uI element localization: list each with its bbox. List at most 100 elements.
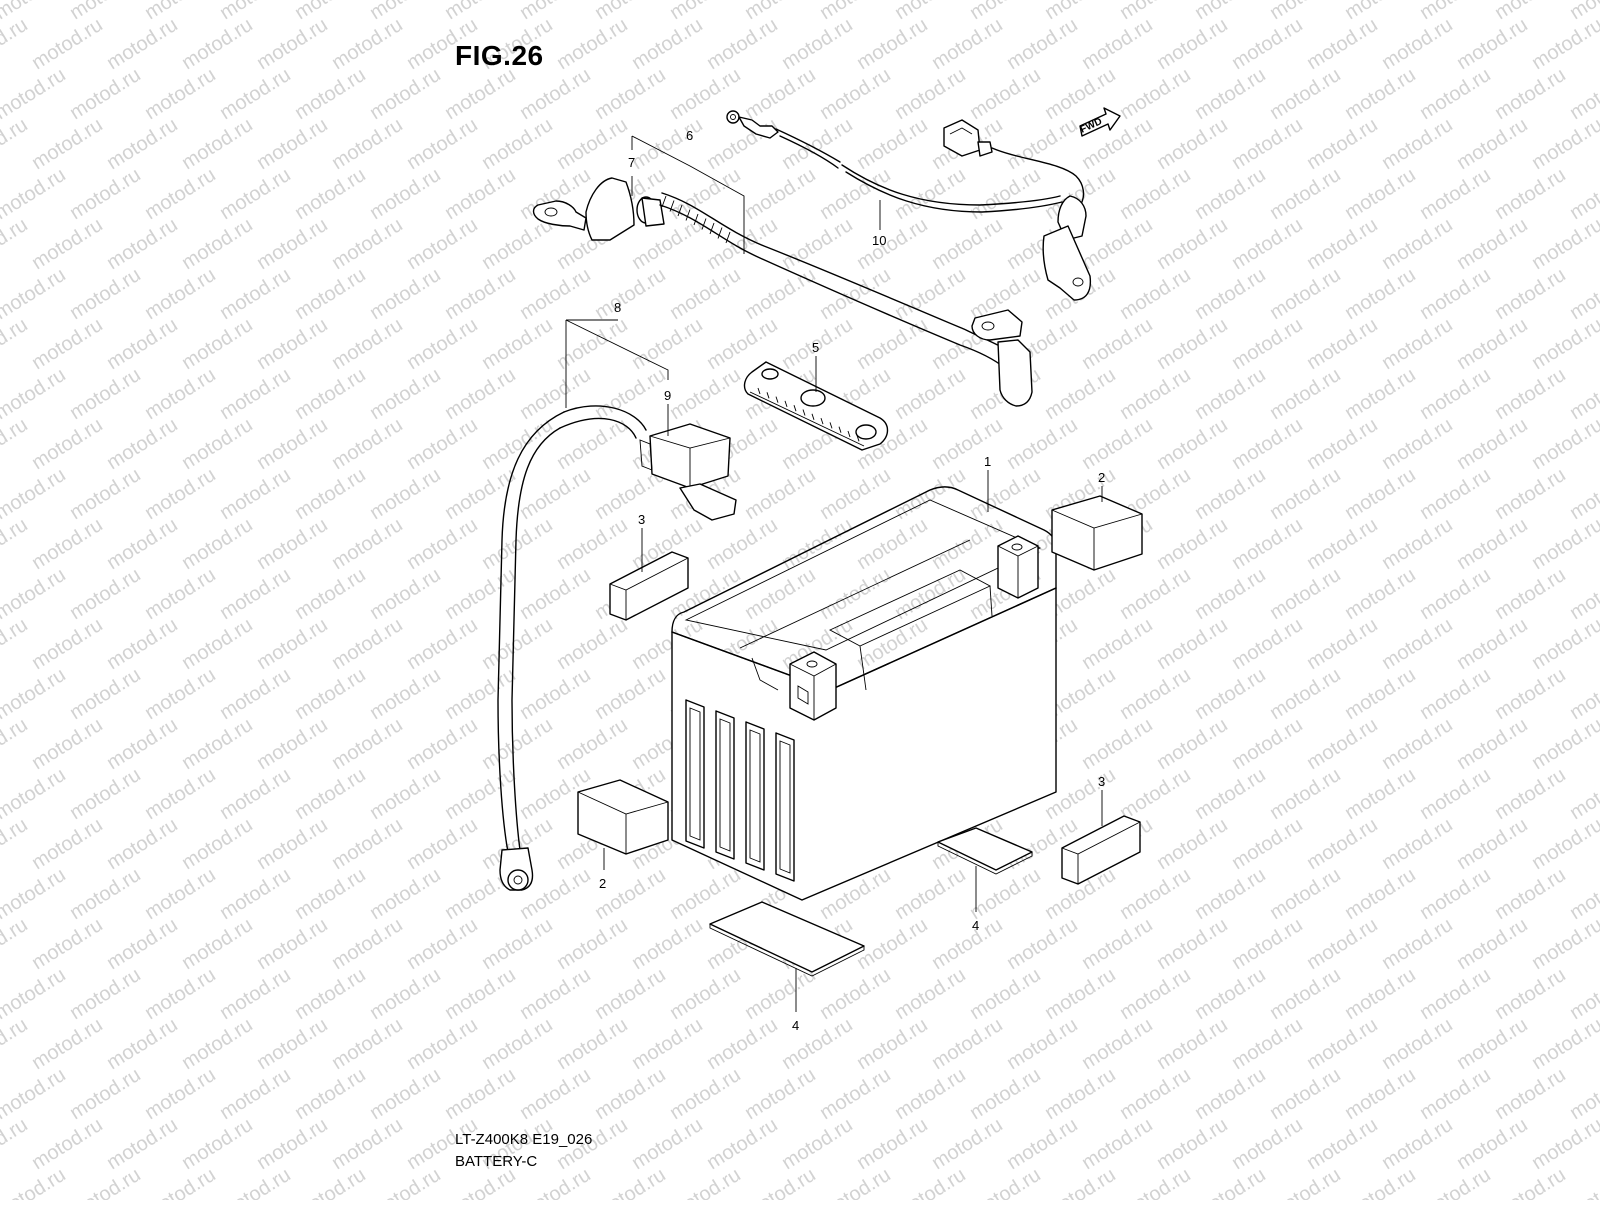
watermark-text: motod.ru	[0, 514, 32, 574]
watermark-text: motod.ru	[628, 14, 707, 74]
watermark-text: motod.ru	[778, 214, 857, 274]
watermark-text: motod.ru	[291, 664, 370, 724]
watermark-text: motod.ru	[1266, 1164, 1345, 1200]
watermark-text: motod.ru	[328, 914, 407, 974]
watermark-text: motod.ru	[141, 564, 220, 624]
watermark-text: motod.ru	[816, 464, 895, 524]
watermark-text: motod.ru	[1378, 14, 1457, 74]
watermark-text: motod.ru	[66, 864, 145, 924]
watermark-text: motod.ru	[1378, 614, 1457, 674]
watermark-text: motod.ru	[1303, 714, 1382, 774]
watermark-text: motod.ru	[1528, 314, 1600, 374]
watermark-text: motod.ru	[1566, 1164, 1600, 1200]
watermark-text: motod.ru	[1491, 264, 1570, 324]
callout-3-lower: 3	[1098, 774, 1105, 789]
watermark-text: motod.ru	[28, 314, 107, 374]
watermark-text: motod.ru	[1191, 64, 1270, 124]
watermark-text: motod.ru	[141, 364, 220, 424]
watermark-text: motod.ru	[666, 364, 745, 424]
watermark-text: motod.ru	[366, 64, 445, 124]
watermark-text: motod.ru	[141, 264, 220, 324]
watermark-text: motod.ru	[28, 714, 107, 774]
watermark-text: motod.ru	[1266, 664, 1345, 724]
watermark-text: motod.ru	[0, 564, 70, 624]
callout-labels: 1 2 2 3 3 4 4 5 6 7 8 9 10	[599, 128, 1105, 1033]
watermark-text: motod.ru	[103, 214, 182, 274]
watermark-text: motod.ru	[741, 1164, 820, 1200]
watermark-text: motod.ru	[891, 364, 970, 424]
watermark-text: motod.ru	[816, 0, 895, 24]
watermark-text: motod.ru	[366, 664, 445, 724]
battery-holder-plate-5[interactable]	[743, 361, 889, 451]
watermark-text: motod.ru	[1341, 1064, 1420, 1124]
watermark-text: motod.ru	[1378, 414, 1457, 474]
watermark-text: motod.ru	[28, 114, 107, 174]
watermark-text: motod.ru	[1378, 814, 1457, 874]
watermark-text: motod.ru	[253, 714, 332, 774]
watermark-text: motod.ru	[1416, 1164, 1495, 1200]
spacer-2-right[interactable]	[1051, 495, 1143, 571]
watermark-text: motod.ru	[891, 1064, 970, 1124]
watermark-text: motod.ru	[1153, 114, 1232, 174]
watermark-text: motod.ru	[1453, 514, 1532, 574]
watermark-text: motod.ru	[1416, 664, 1495, 724]
cushion-3-lower[interactable]	[1061, 815, 1141, 885]
watermark-text: motod.ru	[441, 64, 520, 124]
watermark-text: motod.ru	[1191, 964, 1270, 1024]
watermark-text: motod.ru	[178, 414, 257, 474]
cushion-4-right[interactable]	[937, 827, 1033, 875]
callout-10: 10	[872, 233, 886, 248]
cushion-4-lower[interactable]	[709, 901, 865, 977]
cable-rib	[701, 218, 707, 230]
watermark-text: motod.ru	[0, 314, 32, 374]
watermark-text: motod.ru	[1078, 314, 1157, 374]
watermark-text: motod.ru	[666, 964, 745, 1024]
watermark-text: motod.ru	[1341, 164, 1420, 224]
watermark-text: motod.ru	[403, 314, 482, 374]
watermark-text: motod.ru	[1116, 0, 1195, 24]
watermark-text: motod.ru	[403, 414, 482, 474]
watermark-text: motod.ru	[441, 0, 520, 24]
watermark-text: motod.ru	[0, 864, 70, 924]
battery-cable-6[interactable]	[532, 177, 1033, 407]
watermark-text: motod.ru	[103, 614, 182, 674]
watermark-text: motod.ru	[1266, 0, 1345, 24]
watermark-text: motod.ru	[366, 864, 445, 924]
watermark-text: motod.ru	[1116, 564, 1195, 624]
watermark-text: motod.ru	[1266, 1064, 1345, 1124]
watermark-text: motod.ru	[291, 864, 370, 924]
watermark-text: motod.ru	[1528, 714, 1600, 774]
watermark-text: motod.ru	[366, 464, 445, 524]
watermark-text: motod.ru	[966, 964, 1045, 1024]
watermark-text: motod.ru	[66, 64, 145, 124]
watermark-text: motod.ru	[1416, 264, 1495, 324]
watermark-text: motod.ru	[1453, 314, 1532, 374]
watermark-text: motod.ru	[366, 364, 445, 424]
watermark-text: motod.ru	[853, 114, 932, 174]
plate-rib	[766, 392, 770, 399]
watermark-text: motod.ru	[1416, 64, 1495, 124]
watermark-text: motod.ru	[1191, 764, 1270, 824]
watermark-text: motod.ru	[1528, 214, 1600, 274]
watermark-text: motod.ru	[966, 64, 1045, 124]
battery-cable-8[interactable]	[497, 405, 737, 891]
watermark-text: motod.ru	[1303, 14, 1382, 74]
watermark-text: motod.ru	[553, 114, 632, 174]
cable-rib	[693, 213, 699, 226]
watermark-text: motod.ru	[928, 1114, 1007, 1174]
watermark-text: motod.ru	[1453, 214, 1532, 274]
watermark-text: motod.ru	[0, 214, 32, 274]
watermark-text: motod.ru	[0, 464, 70, 524]
watermark-text: motod.ru	[66, 364, 145, 424]
plate-rib	[829, 422, 833, 429]
watermark-text: motod.ru	[591, 1164, 670, 1200]
cushion-3-upper[interactable]	[609, 551, 689, 621]
watermark-text: motod.ru	[441, 664, 520, 724]
watermark-text: motod.ru	[178, 14, 257, 74]
watermark-text: motod.ru	[853, 314, 932, 374]
lead-wire-10[interactable]	[726, 110, 1092, 301]
watermark-text: motod.ru	[778, 514, 857, 574]
watermark-text: motod.ru	[1453, 14, 1532, 74]
watermark-text: motod.ru	[778, 1014, 857, 1074]
spacer-2-left[interactable]	[577, 779, 669, 855]
